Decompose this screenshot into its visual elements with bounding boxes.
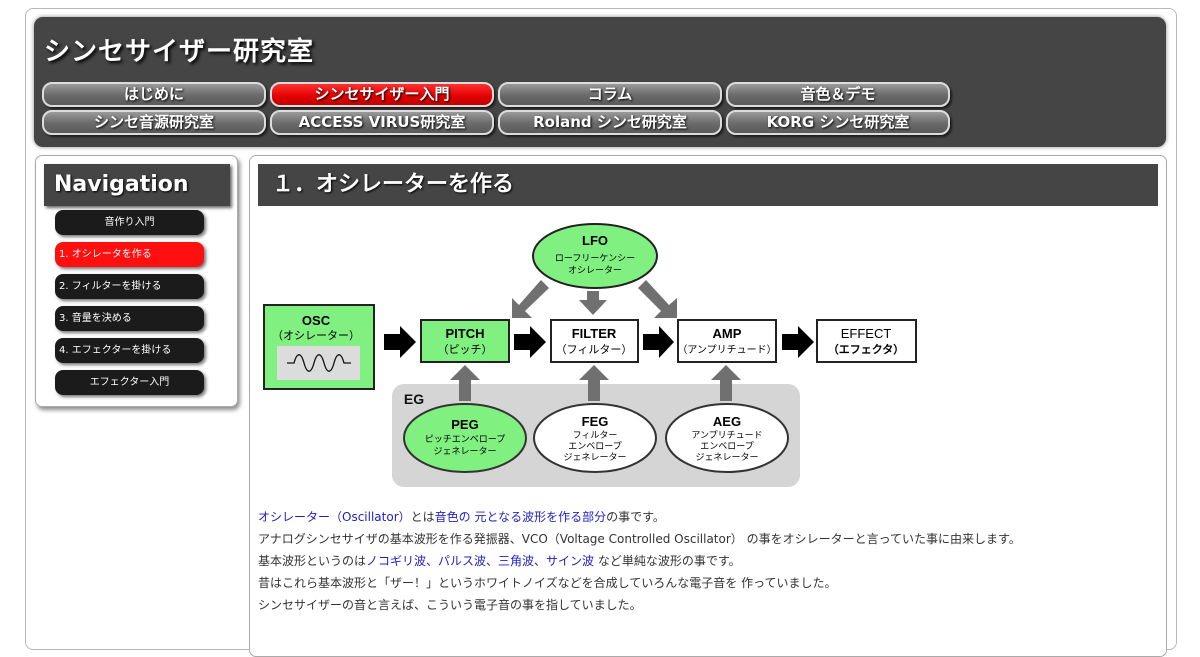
- nav-synth-source[interactable]: シンセ音源研究室: [42, 110, 266, 135]
- nav-korg[interactable]: KORG シンセ研究室: [726, 110, 950, 135]
- sidebar-item-effector-intro[interactable]: エフェクター入門: [55, 370, 204, 395]
- nav-column[interactable]: コラム: [498, 82, 722, 107]
- oscillator-link[interactable]: オシレーター（Oscillator）: [258, 510, 411, 524]
- waveform-source-link[interactable]: 音色の 元となる波形を作る部分: [434, 510, 607, 524]
- basic-waveforms-link[interactable]: ノコギリ波、パルス波、三角波、サイン波: [366, 554, 595, 568]
- nav-sounds-demo[interactable]: 音色＆デモ: [726, 82, 950, 107]
- paragraph-4: 昔はこれら基本波形と「ザー！」というホワイトノイズなどを合成していろんな電子音を…: [258, 576, 837, 590]
- p1-text2: の事です。: [606, 510, 665, 524]
- sidebar-title: Navigation: [44, 164, 230, 206]
- p1-text1: とは: [410, 510, 435, 524]
- site-title[interactable]: シンセサイザー研究室: [44, 37, 315, 67]
- p3-text1: 基本波形というのは: [258, 554, 367, 568]
- paragraph-2: アナログシンセサイザの基本波形を作る発振器、VCO（Voltage Contro…: [258, 532, 1021, 546]
- page-title: １．オシレーターを作る: [258, 164, 1158, 206]
- nav-hajimeni[interactable]: はじめに: [42, 82, 266, 107]
- sidebar-item-oscillator[interactable]: 1. オシレータを作る: [55, 242, 204, 267]
- sidebar-item-filter[interactable]: 2. フィルターを掛ける: [55, 274, 204, 299]
- sidebar-item-effector[interactable]: 4. エフェクターを掛ける: [55, 338, 204, 363]
- sidebar-item-sound-making[interactable]: 音作り入門: [55, 210, 204, 235]
- p3-text2: など単純な波形の事です。: [594, 554, 741, 568]
- sidebar: Navigation 音作り入門 1. オシレータを作る 2. フィルターを掛け…: [35, 155, 238, 407]
- paragraph-5: シンセサイザーの音と言えば、こういう電子音の事を指していました。: [258, 598, 642, 612]
- nav-synth-intro[interactable]: シンセサイザー入門: [270, 82, 494, 107]
- paragraph-3: 基本波形というのはノコギリ波、パルス波、三角波、サイン波 など単純な波形の事です…: [258, 552, 741, 569]
- paragraph-1: オシレーター（Oscillator）とは音色の 元となる波形を作る部分の事です。: [258, 508, 665, 525]
- nav-roland[interactable]: Roland シンセ研究室: [498, 110, 722, 135]
- sidebar-item-volume[interactable]: 3. 音量を決める: [55, 306, 204, 331]
- site-header: シンセサイザー研究室 はじめに シンセサイザー入門 コラム 音色＆デモ シンセ音…: [34, 17, 1166, 147]
- nav-access-virus[interactable]: ACCESS VIRUS研究室: [270, 110, 494, 135]
